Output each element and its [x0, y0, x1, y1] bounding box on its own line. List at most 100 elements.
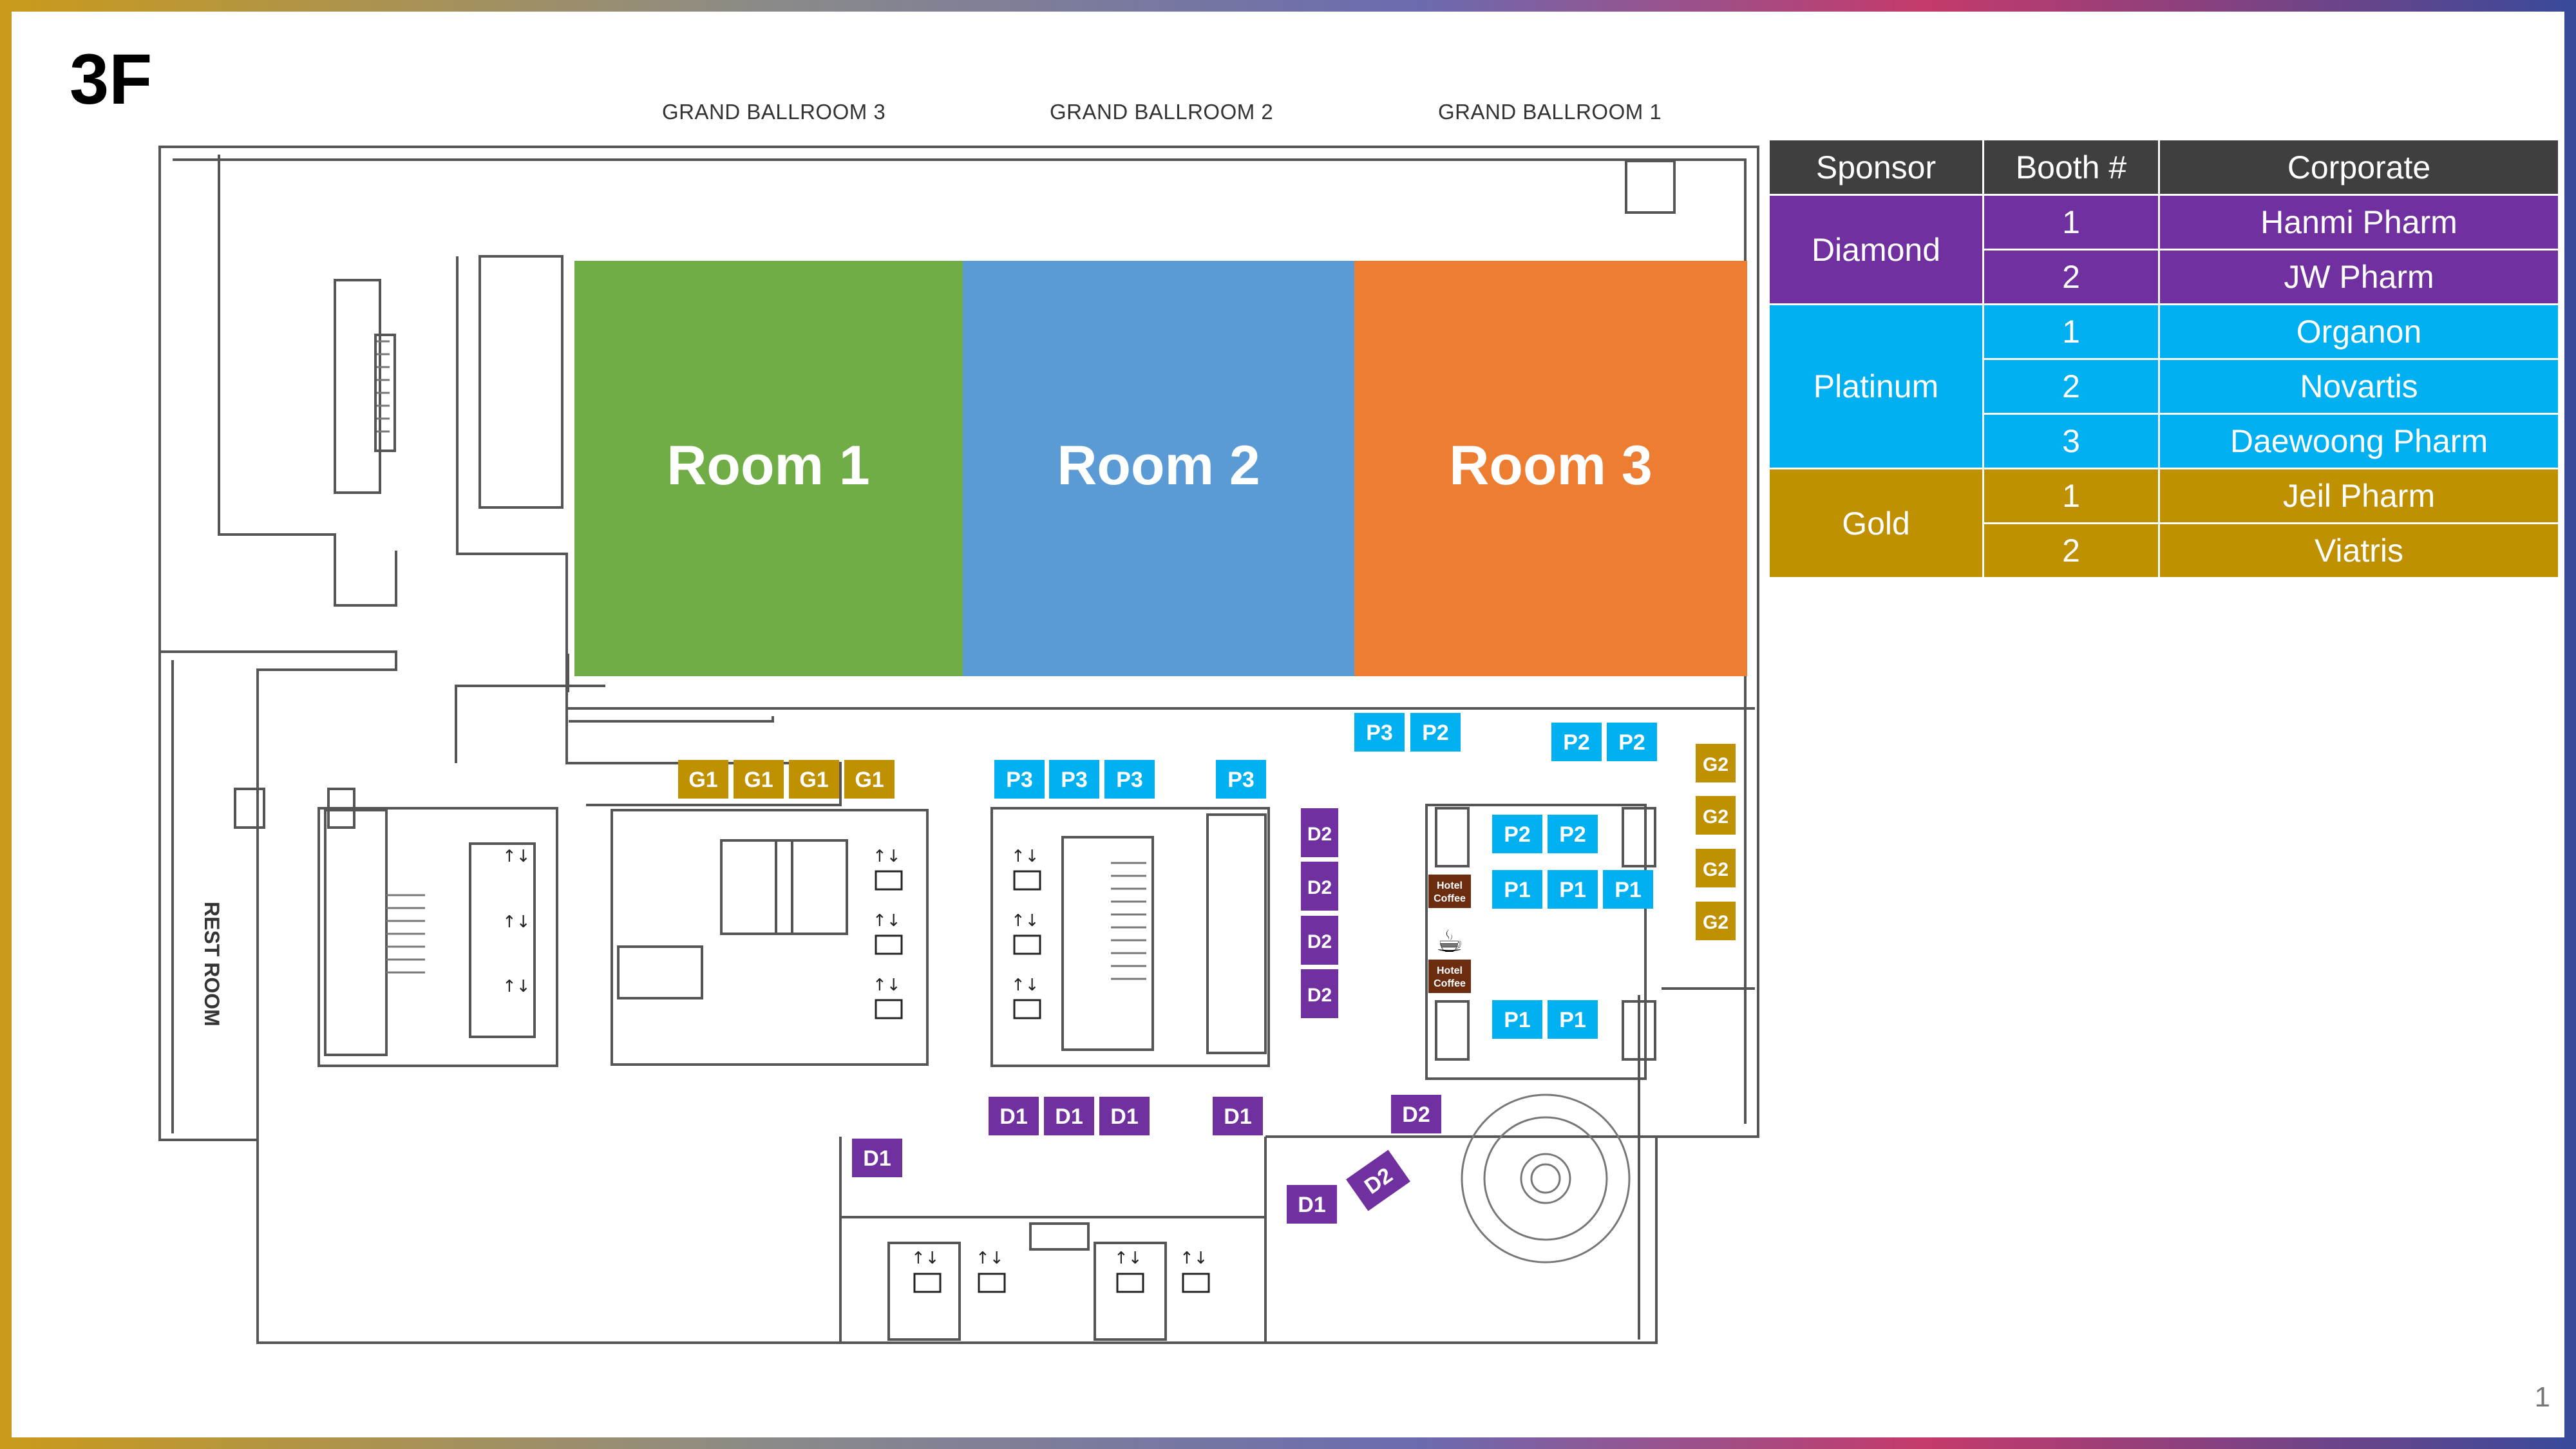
table-header-row: Sponsor Booth # Corporate [1768, 138, 2560, 196]
header-corporate: Corporate [2158, 138, 2560, 196]
corporate-name: Jeil Pharm [2158, 468, 2560, 524]
booth-label: D2 [1307, 877, 1332, 898]
booth-label: P3 [1366, 721, 1393, 745]
corporate-name: JW Pharm [2158, 249, 2560, 305]
booth-d2 [1301, 969, 1338, 1018]
booth-label: G2 [1703, 806, 1728, 828]
booth-label: D1 [999, 1104, 1027, 1129]
floor-label: 3F [70, 40, 153, 119]
elevator-icons: ↑↓ ↑↓ ↑↓ ↑↓ ↑↓ ↑↓ ↑↓ ↑↓ ↑↓ ↑↓ ↑↓ ↑↓ ↑↓ [502, 847, 1210, 1293]
table-row: Diamond 1 Hanmi Pharm [1768, 194, 2560, 305]
booth-label: G1 [799, 768, 828, 792]
svg-text:Hotel: Hotel [1437, 880, 1463, 891]
booth-g1 [844, 760, 895, 799]
booth-p2 [1492, 815, 1542, 853]
booth-p2 [1410, 713, 1461, 752]
booth-g2 [1696, 849, 1736, 887]
table-row: Gold 1 Jeil Pharm [1768, 468, 2560, 579]
svg-text:Hotel: Hotel [1437, 965, 1463, 976]
booth-label: D2 [1307, 931, 1332, 952]
booth-label: P3 [1227, 768, 1255, 792]
svg-text:Coffee: Coffee [1434, 893, 1466, 904]
corporate-name: Organon [2158, 303, 2560, 360]
header-booth: Booth # [1982, 138, 2160, 196]
building-walls [158, 146, 1759, 1344]
booth-g2 [1696, 796, 1736, 835]
table-row: 3 Daewoong Pharm [1768, 413, 2560, 469]
booth-g1 [789, 760, 839, 799]
booth-label: P2 [1504, 822, 1531, 847]
page-number: 1 [2534, 1381, 2550, 1413]
level-diamond: Diamond [1768, 194, 1984, 305]
booth-d1 [1044, 1097, 1094, 1135]
booth-d2 [1301, 862, 1338, 911]
elevator-icon: ↑↓ [502, 977, 531, 996]
booth-label: D2 [1402, 1103, 1430, 1127]
elevator-icon: ↑↓ [1114, 1249, 1142, 1268]
booth-label: P2 [1618, 730, 1645, 755]
booth-d2: D2 [1346, 1150, 1410, 1211]
elevator-icon: ↑↓ [1011, 847, 1039, 866]
booth-p3 [1104, 760, 1155, 799]
booth-d1 [1099, 1097, 1150, 1135]
room-3 [1354, 261, 1747, 676]
booth-label: P1 [1559, 878, 1586, 902]
coffee-cup-icon: ☕ [1435, 923, 1463, 960]
table-row: Platinum 1 Organon [1768, 303, 2560, 469]
booth-d1 [852, 1139, 902, 1177]
elevator-icon: ↑↓ [873, 911, 901, 931]
rooms: Room 1 Room 2 Room 3 [574, 261, 1747, 676]
coffee-sign [1428, 960, 1471, 993]
booth-p2 [1607, 723, 1657, 761]
corporate-name: Hanmi Pharm [2158, 194, 2560, 251]
booth-p3 [1049, 760, 1099, 799]
booth-label: P3 [1061, 768, 1088, 792]
booth-d2 [1391, 1095, 1441, 1133]
booth-label: P2 [1559, 822, 1586, 847]
rest-room-label: REST ROOM [200, 902, 223, 1027]
room-1 [574, 261, 963, 676]
level-platinum: Platinum [1768, 303, 1984, 469]
booth-label: P1 [1559, 1008, 1586, 1032]
corporate-name: Viatris [2158, 522, 2560, 579]
booth-number: 2 [1982, 249, 2160, 305]
elevator-icon: ↑↓ [502, 913, 531, 932]
room-2-label: Room 2 [1057, 435, 1260, 497]
booth-label: G1 [855, 768, 884, 792]
booth-label: D1 [863, 1146, 891, 1171]
corporate-name: Novartis [2158, 358, 2560, 415]
booth-label: G1 [688, 768, 717, 792]
elevator-icon: ↑↓ [1180, 1249, 1208, 1268]
booth-number: 2 [1982, 358, 2160, 415]
booth-label: P3 [1116, 768, 1143, 792]
room-3-label: Room 3 [1449, 435, 1652, 497]
booth-label: D2 [1307, 824, 1332, 845]
booth-label: G2 [1703, 754, 1728, 775]
corporate-name: Daewoong Pharm [2158, 413, 2560, 469]
booth-d1 [1213, 1097, 1263, 1135]
booth-g2 [1696, 902, 1736, 940]
booth-label: D1 [1055, 1104, 1083, 1129]
booth-label: P1 [1615, 878, 1642, 902]
booth-label: P1 [1504, 1008, 1531, 1032]
booth-p1 [1548, 870, 1598, 909]
booth-p1 [1548, 1000, 1598, 1039]
elevator-icon: ↑↓ [1011, 976, 1039, 995]
level-gold: Gold [1768, 468, 1984, 579]
booth-g1 [734, 760, 784, 799]
room-1-label: Room 1 [667, 435, 869, 497]
booth-g1 [678, 760, 728, 799]
booth-number: 1 [1982, 468, 2160, 524]
booth-label: D1 [1110, 1104, 1138, 1129]
booth-label: P2 [1422, 721, 1449, 745]
booth-label: D1 [1224, 1104, 1251, 1129]
ballroom-2-label: GRAND BALLROOM 2 [1050, 100, 1274, 124]
booth-d1 [989, 1097, 1039, 1135]
booth-label: P1 [1504, 878, 1531, 902]
booth-label: D2 [1307, 985, 1332, 1006]
ballroom-1-label: GRAND BALLROOM 1 [1438, 100, 1662, 124]
booth-number: 2 [1982, 522, 2160, 579]
booth-d2 [1301, 916, 1338, 965]
booth-p2 [1548, 815, 1598, 853]
